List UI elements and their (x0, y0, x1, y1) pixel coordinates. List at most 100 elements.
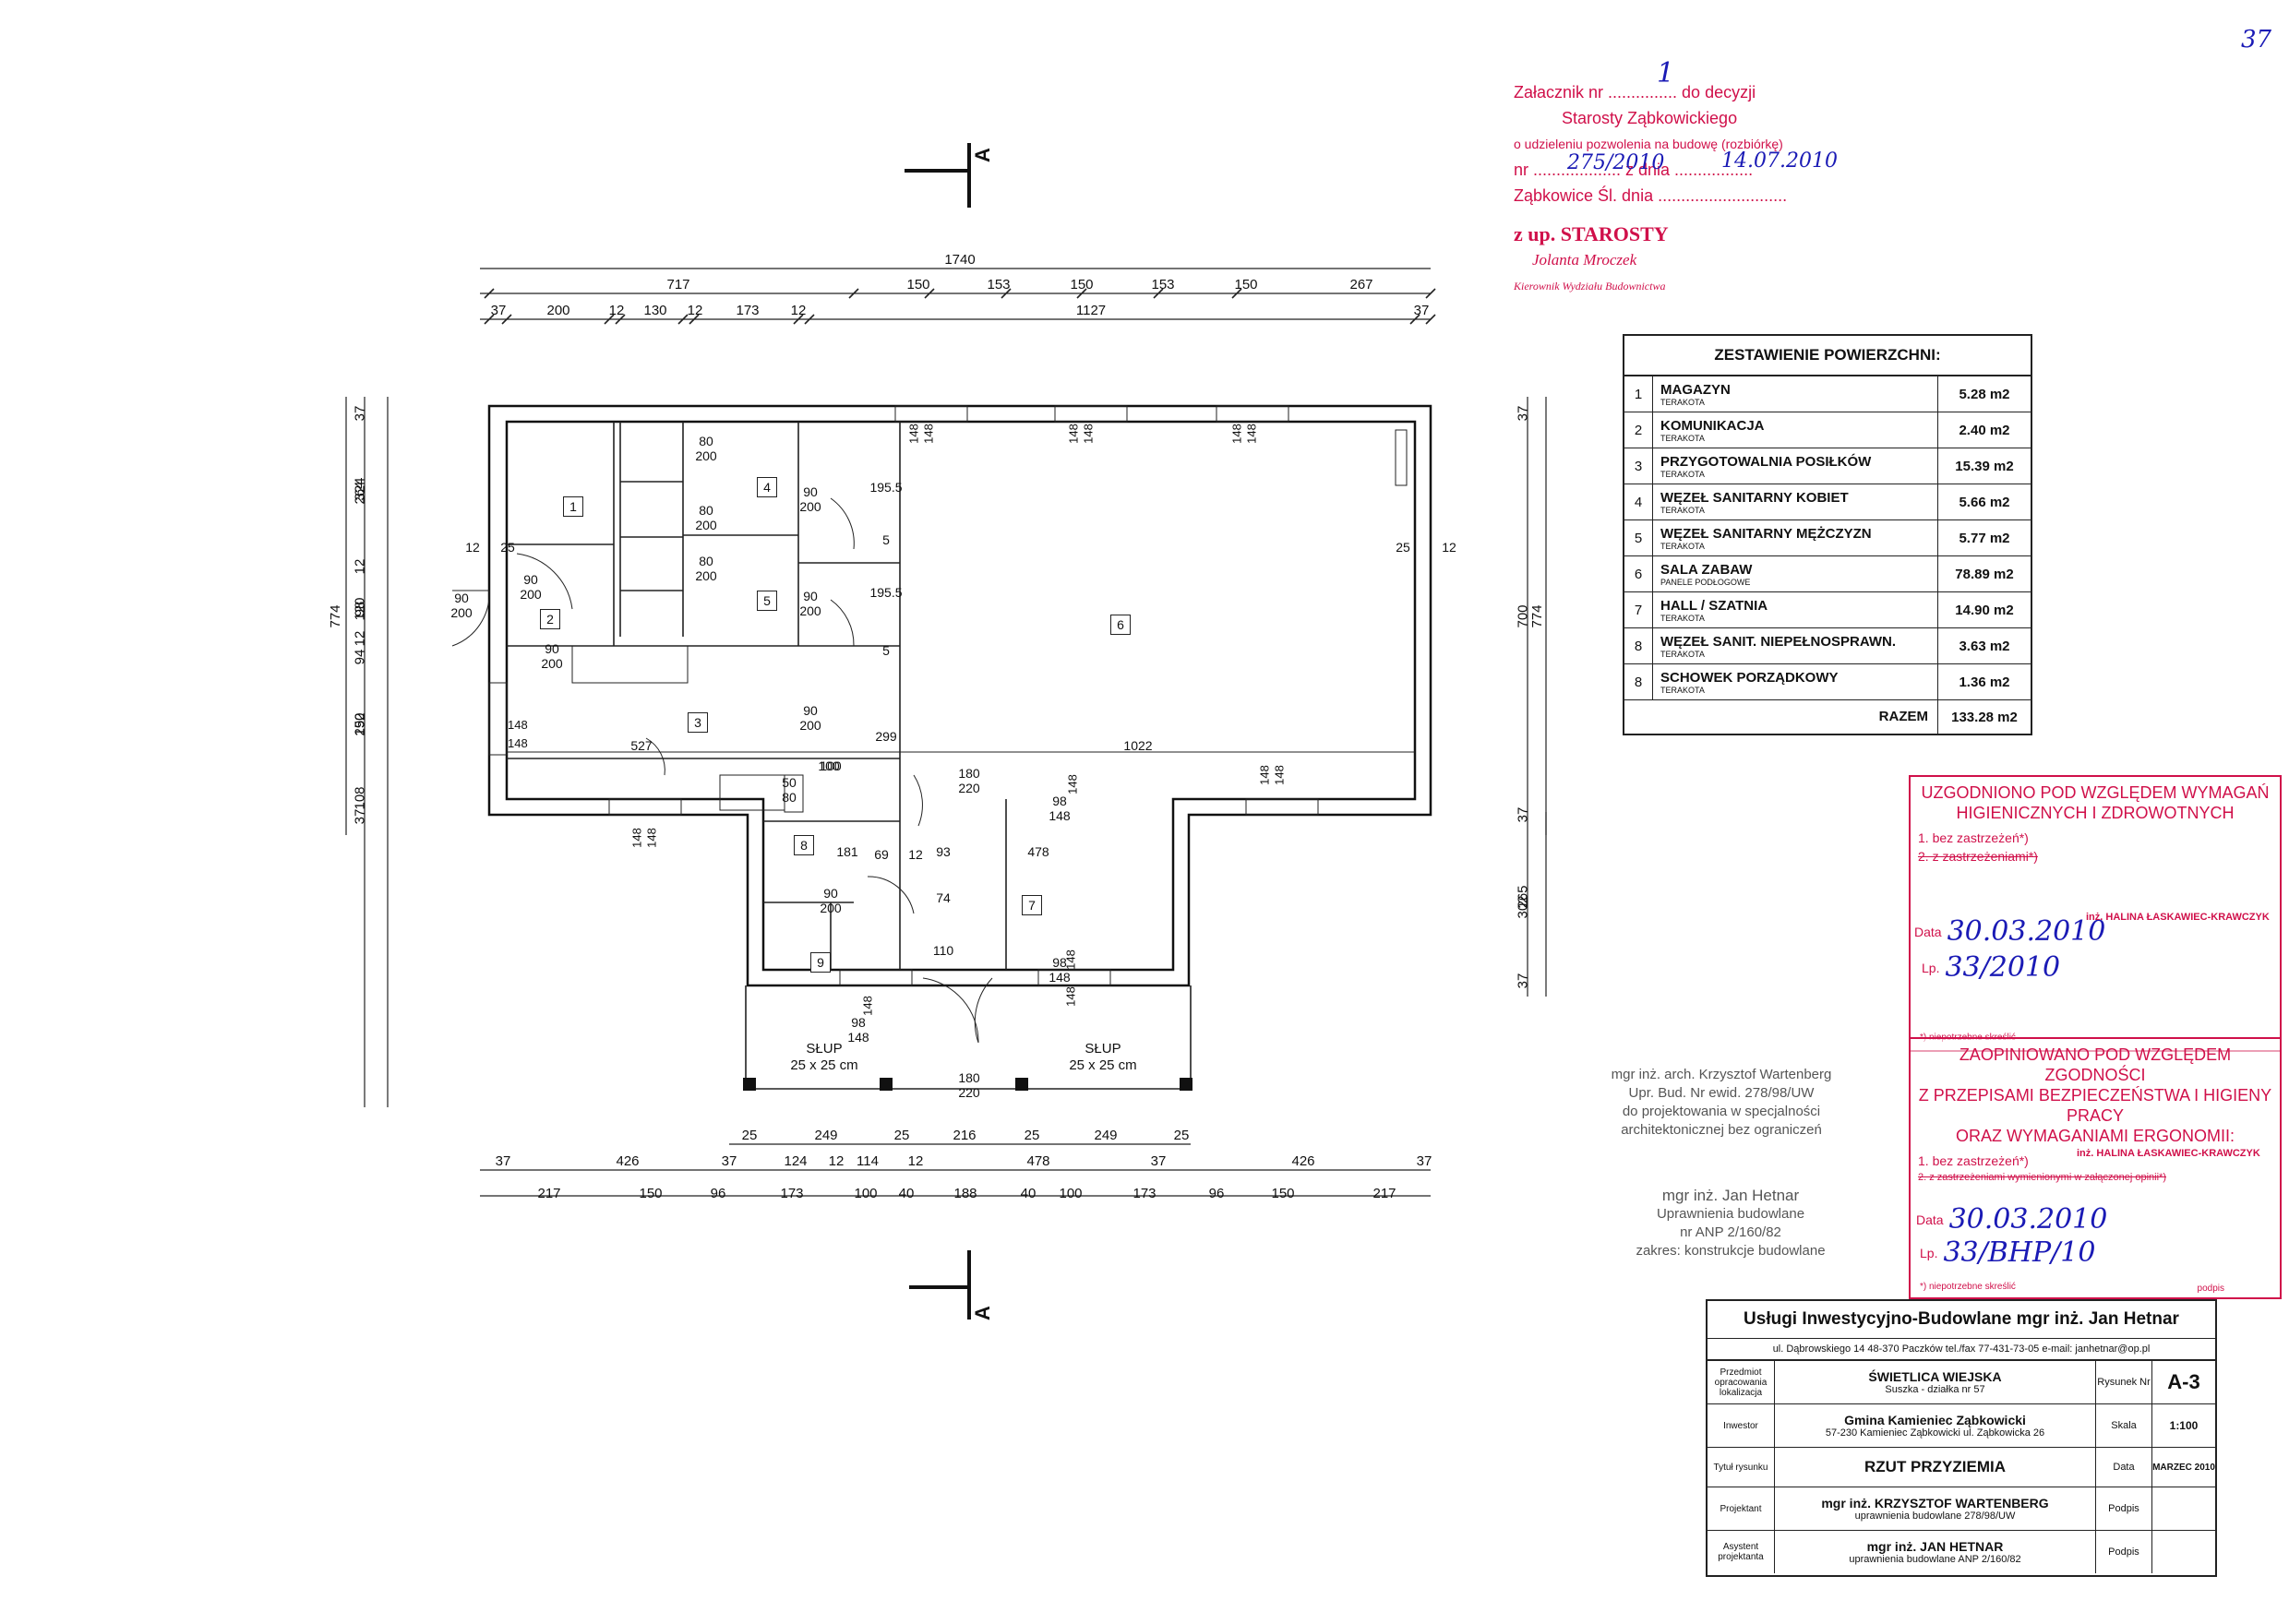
section-label-bottom: A (970, 1306, 994, 1320)
door-dimension-part: 98 (1052, 955, 1067, 970)
dimension-label: 195.5 (869, 480, 903, 495)
dimension-label: 12 (907, 1153, 924, 1169)
title-row-content: RZUT PRZYZIEMIA (1775, 1448, 2096, 1487)
dimension-label: 120 (352, 597, 368, 621)
title-row-key: Rysunek Nr (2096, 1361, 2152, 1403)
area-row-number: 8 (1624, 628, 1653, 663)
decision-line2: Starosty Ząbkowickiego (1562, 109, 1738, 127)
title-row-sub: uprawnienia budowlane 278/98/UW (1854, 1511, 2016, 1522)
title-row-sub: uprawnienia budowlane ANP 2/160/82 (1849, 1554, 2021, 1565)
area-row-number: 2 (1624, 412, 1653, 448)
sanitary-person: inż. HALINA ŁASKAWIEC-KRAWCZYK (2086, 912, 2270, 923)
architect-line3: do projektowania w specjalności (1622, 1104, 1821, 1119)
dimension-label: 150 (639, 1186, 663, 1201)
safety-sign-label: podpis (2197, 1284, 2224, 1294)
architect-line1: mgr inż. arch. Krzysztof Wartenberg (1611, 1067, 1832, 1082)
title-row-key: Podpis (2096, 1531, 2152, 1573)
door-dimension-part: 90 (523, 572, 538, 587)
dimension-label: 37 (352, 405, 368, 422)
dim-top-overall: 1740 (944, 252, 975, 268)
dimension-label: 527 (630, 738, 653, 753)
area-row-name: WĘZEŁ SANITARNY KOBIET (1660, 489, 1849, 506)
area-row-name: KOMUNIKACJA (1660, 417, 1765, 434)
dimension-label: 25 (741, 1128, 758, 1143)
doors (451, 497, 993, 1044)
decision-number-handwritten: 275/2010 (1567, 151, 1665, 174)
area-row-finish: TERAKOTA (1660, 505, 1705, 515)
door-dimension-part: 50 (782, 775, 797, 790)
door-dimension-part: 200 (799, 603, 821, 618)
dim-left-overall: 774 (328, 604, 343, 627)
safety-opt1: 1. bez zastrzeżeń*) (1918, 1153, 2029, 1168)
room-number: 7 (1022, 895, 1042, 915)
title-row-value: A-3 (2167, 1370, 2200, 1393)
title-row-key: Podpis (2096, 1487, 2152, 1530)
area-table-total-row: RAZEM 133.28 m2 (1624, 700, 2031, 734)
page-number: 37 (2241, 26, 2272, 54)
dimension-label: 93 (936, 844, 951, 859)
dimension-label: 299 (875, 729, 897, 744)
area-row-number: 6 (1624, 556, 1653, 591)
dimension-label: 478 (1026, 1153, 1050, 1169)
dimension-label: 69 (874, 847, 889, 862)
title-row-key: Skala (2096, 1404, 2152, 1447)
window-dimension-label: 148 (1065, 774, 1080, 794)
title-row-main: mgr inż. KRZYSZTOF WARTENBERG (1821, 1496, 2049, 1511)
dimension-label: 40 (1020, 1186, 1037, 1201)
title-row-label: Inwestor (1708, 1404, 1775, 1447)
dimension-label: 426 (616, 1153, 640, 1169)
decision-date-handwritten: 14.07.2010 (1721, 149, 1838, 173)
dimension-label: 37 (1416, 1153, 1432, 1169)
title-row-label: Projektant (1708, 1487, 1775, 1530)
room-number: 5 (757, 591, 777, 611)
dimension-label: 5 (882, 643, 890, 658)
dimension-label: 12 (352, 558, 368, 575)
door-dimension-part: 80 (699, 434, 713, 448)
area-row-number: 5 (1624, 520, 1653, 555)
area-row-name: SCHOWEK PORZĄDKOWY (1660, 669, 1839, 686)
door-dimension-part: 148 (1049, 808, 1071, 823)
signatory-name: Jolanta Mroczek (1532, 251, 1637, 269)
dimension-label: 114 (857, 1153, 879, 1169)
title-row-sub: 57-230 Kamieniec Ząbkowicki ul. Ząbkowic… (1825, 1427, 2045, 1439)
area-row-finish: TERAKOTA (1660, 613, 1705, 623)
decision-line5: Ząbkowice Śl. dnia .....................… (1514, 186, 1788, 205)
dimension-label: 108 (352, 786, 368, 810)
dim-right-overall: 774 (1529, 604, 1545, 627)
pillar-left: SŁUP 25 x 25 cm (764, 1041, 884, 1074)
dimension-label: 292 (352, 712, 368, 736)
dimension-label: 264 (352, 481, 368, 505)
window-dimension-label: 148 (1066, 424, 1081, 444)
dimension-label: 37 (1150, 1153, 1167, 1169)
dimension-label: 74 (936, 890, 951, 905)
area-row-number: 1 (1624, 376, 1653, 412)
title-row-value (2152, 1487, 2215, 1530)
dimension-label: 37 (1515, 405, 1531, 422)
title-company: Usługi Inwestycyjno-Budowlane mgr inż. J… (1708, 1301, 2215, 1339)
area-row-finish: TERAKOTA (1660, 649, 1705, 659)
dimension-label: 12 (908, 847, 923, 862)
window-dimension-label: 148 (629, 828, 644, 848)
dimension-label: 700 (1515, 604, 1531, 628)
dimension-label: 25 (1396, 540, 1410, 555)
door-dimension-part: 90 (803, 703, 818, 718)
window-dimension-label: 148 (508, 736, 528, 750)
room-number: 4 (757, 477, 777, 497)
door-dimension-part: 200 (695, 568, 717, 583)
dimension-label: 1127 (1075, 303, 1107, 318)
sanitary-title1: UZGODNIONO POD WZGLĘDEM WYMAGAŃ (1921, 783, 2270, 802)
door-dimension-part: 220 (958, 781, 980, 795)
safety-title2: Z PRZEPISAMI BEZPIECZEŃSTWA I HIGIENY PR… (1918, 1086, 2272, 1125)
